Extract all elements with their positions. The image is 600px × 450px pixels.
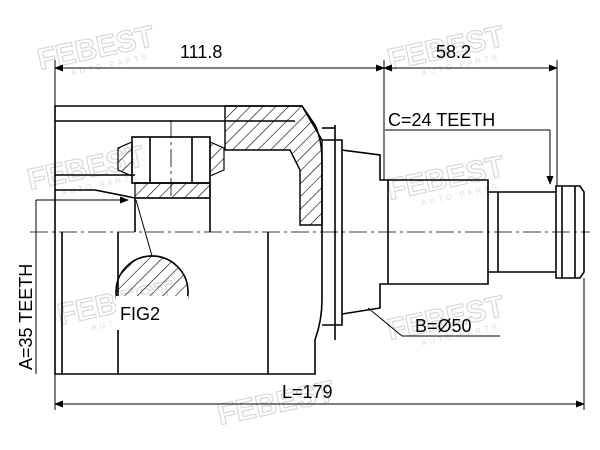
- dimension-diameter: B=Ø50: [367, 307, 500, 337]
- dimension-inner-teeth: A=35 TEETH: [16, 196, 129, 374]
- outer-teeth-label: C=24 TEETH: [388, 110, 495, 130]
- figure-label: FIG2: [120, 304, 160, 324]
- inner-teeth-label: A=35 TEETH: [16, 264, 36, 370]
- stub-length-label: 58.2: [436, 42, 471, 62]
- dimension-outer-teeth: C=24 TEETH: [385, 110, 554, 185]
- overall-length-label: L=179: [282, 382, 333, 402]
- dimension-stub-length: 58.2: [383, 42, 558, 186]
- housing-length-label: 111.8: [180, 42, 222, 62]
- diameter-label: B=Ø50: [415, 316, 472, 336]
- shaft: [322, 139, 585, 326]
- housing: [54, 105, 336, 375]
- fig2-callout: FIG2: [115, 199, 189, 330]
- dimension-overall-length: L=179: [54, 278, 585, 410]
- watermark-layer: FEBEST AUTO PARTS FEBEST AUTO PARTS FEBE…: [24, 19, 508, 432]
- dimension-housing-length: 111.8: [54, 42, 385, 180]
